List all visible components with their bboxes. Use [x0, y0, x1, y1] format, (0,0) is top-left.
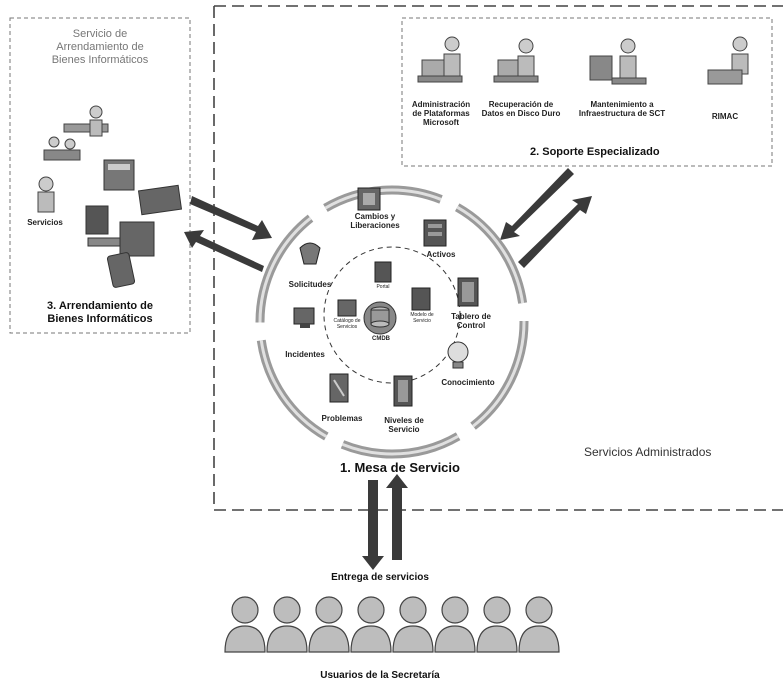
label-niveles-line1: Niveles de: [384, 416, 424, 425]
solicitudes-icon: [299, 242, 321, 265]
label-tablero: Tablero de Control: [446, 312, 496, 330]
soporte-label-recuperacion: Recuperación de Datos en Disco Duro: [474, 100, 568, 118]
pc-icon: [85, 205, 123, 247]
arrendamiento-title-line1: 3. Arrendamiento de: [47, 300, 153, 312]
soporte-label-recuperacion-line1: Recuperación de: [488, 100, 554, 109]
soporte-label-rimac-line1: RIMAC: [711, 112, 739, 121]
arrendamiento-header-line2: Arrendamiento de: [56, 41, 144, 53]
arrows-mesa-usuarios: [362, 474, 408, 570]
laptop-icon: [137, 184, 183, 216]
soporte-admin-icon: [417, 36, 463, 83]
label-portal: Portal: [376, 284, 390, 290]
tablet-icon: [106, 252, 136, 288]
conocimiento-icon: [447, 341, 469, 369]
label-solicitudes: Solicitudes: [288, 280, 332, 289]
arrendamiento-persona-icon: [63, 105, 109, 137]
soporte-label-admin-line1: Administración: [411, 100, 471, 109]
usuario-icon-5: [392, 596, 434, 653]
label-activos: Activos: [426, 250, 456, 259]
usuario-icon-8: [518, 596, 560, 653]
label-cambios-line2: Liberaciones: [350, 221, 400, 230]
arrendamiento-title: 3. Arrendamiento de Bienes Informáticos: [20, 300, 180, 326]
label-modelo-line2: Servicio: [413, 318, 431, 324]
usuario-icon-7: [476, 596, 518, 653]
usuario-icon-4: [350, 596, 392, 653]
tablero-icon: [457, 277, 479, 307]
label-incidentes: Incidentes: [285, 350, 325, 359]
arrendamiento-header-line1: Servicio de: [72, 28, 128, 40]
portal-icon: [374, 261, 392, 283]
mesa-title: 1. Mesa de Servicio: [340, 460, 460, 475]
label-conocimiento: Conocimiento: [441, 378, 495, 387]
arrendamiento-title-line2: Bienes Informáticos: [47, 313, 153, 325]
soporte-title: 2. Soporte Especializado: [530, 146, 660, 158]
soporte-recuperacion-icon: [493, 38, 539, 83]
soporte-label-rimac: RIMAC: [700, 112, 750, 121]
arrendamiento-grupo-icon: [43, 136, 81, 161]
usuarios-label: Usuarios de la Secretaría: [320, 670, 440, 681]
soporte-label-recuperacion-line2: Datos en Disco Duro: [481, 109, 561, 118]
soporte-mantenimiento-icon: [589, 38, 647, 85]
problemas-icon: [329, 373, 349, 403]
label-catalogo-line1: Catálogo de: [333, 318, 361, 324]
incidentes-icon: [293, 307, 315, 328]
label-modelo: Modelo de Servicio: [400, 312, 444, 324]
arrendamiento-header: Servicio de Arrendamiento de Bienes Info…: [20, 28, 180, 67]
soporte-label-mantenimiento: Mantenimiento a Infraestructura de SCT: [570, 100, 674, 118]
label-niveles: Niveles de Servicio: [376, 416, 432, 434]
plotter-icon: [119, 221, 155, 257]
arrendamiento-servicios-icon: [37, 176, 55, 213]
usuario-icon-6: [434, 596, 476, 653]
soporte-label-admin-line3: Microsoft: [423, 118, 459, 127]
arrendamiento-servicios-label: Servicios: [27, 218, 63, 227]
servicios-administrados-boundary: [213, 5, 783, 511]
impresora-icon: [103, 159, 135, 191]
entrega-label: Entrega de servicios: [331, 572, 429, 583]
arrendamiento-box: [9, 17, 191, 334]
servicios-administrados-label: Servicios Administrados: [584, 445, 712, 459]
label-catalogo-line2: Servicios: [336, 324, 358, 330]
cambios-icon: [357, 187, 381, 211]
soporte-label-admin-line2: de Plataformas: [412, 109, 470, 118]
mesa-circle: [255, 185, 529, 459]
arrendamiento-header-line3: Bienes Informáticos: [51, 54, 149, 66]
label-tablero-line2: Control: [456, 321, 486, 330]
label-tablero-line1: Tablero de: [451, 312, 491, 321]
activos-icon: [423, 219, 447, 247]
soporte-label-mantenimiento-line2: Infraestructura de SCT: [578, 109, 666, 118]
label-cambios: Cambios y Liberaciones: [340, 212, 410, 230]
catalogo-icon: [337, 299, 357, 317]
label-modelo-line1: Modelo de: [410, 312, 434, 318]
niveles-icon: [393, 375, 413, 407]
usuario-icon-2: [266, 596, 308, 653]
arrows-arrendamiento-mesa: [184, 196, 272, 272]
soporte-rimac-icon: [707, 36, 749, 85]
label-problemas: Problemas: [321, 414, 363, 423]
usuario-icon-1: [224, 596, 266, 653]
arrows-soporte-mesa: [500, 168, 592, 268]
soporte-label-mantenimiento-line1: Mantenimiento a: [590, 100, 654, 109]
usuario-icon-3: [308, 596, 350, 653]
label-catalogo: Catálogo de Servicios: [324, 318, 370, 330]
label-niveles-line2: Servicio: [388, 425, 420, 434]
modelo-icon: [411, 287, 431, 311]
soporte-box: [401, 17, 773, 167]
soporte-label-admin: Administración de Plataformas Microsoft: [406, 100, 476, 127]
label-cambios-line1: Cambios y: [354, 212, 396, 221]
label-cmdb: CMDB: [372, 336, 390, 342]
cmdb-icon: [363, 301, 397, 335]
usuarios-group: [224, 596, 560, 653]
